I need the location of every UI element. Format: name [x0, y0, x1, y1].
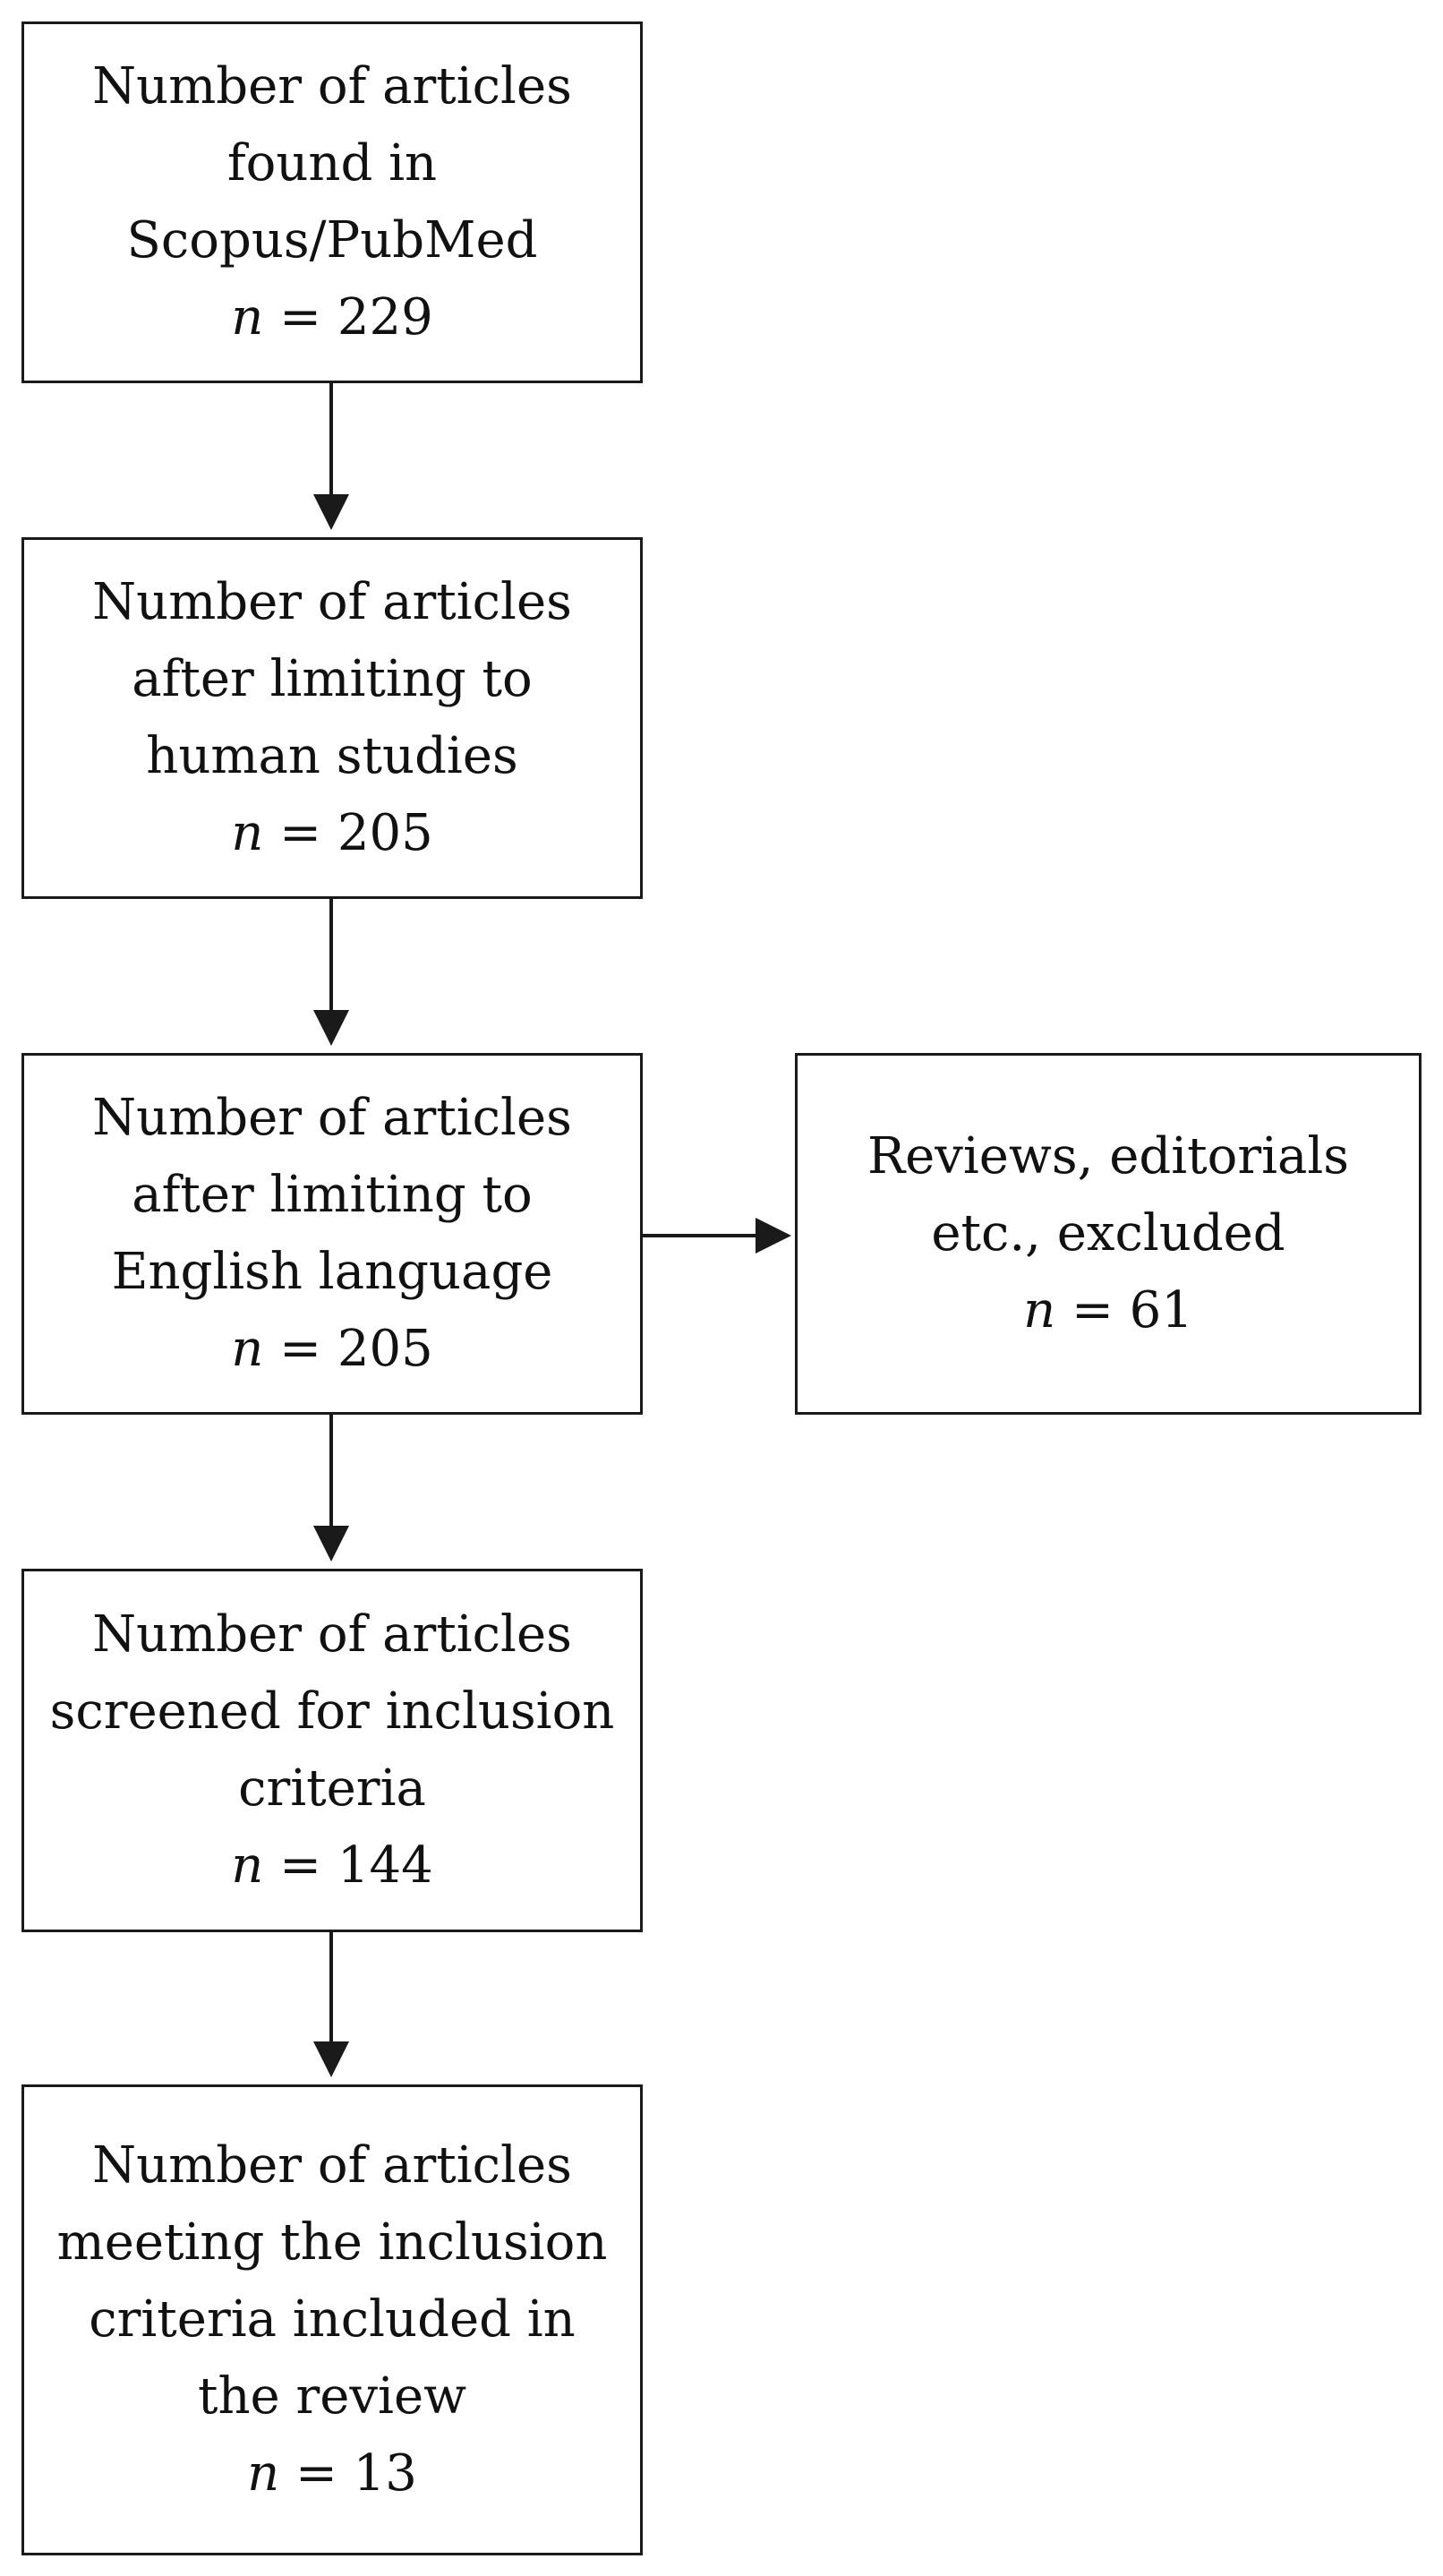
box-text-line: screened for inclusion [49, 1682, 615, 1741]
box-text-line: Number of articles [92, 57, 572, 116]
count-value: = 205 [263, 804, 433, 862]
box-english-language: Number of articles after limiting to Eng… [21, 1053, 643, 1415]
box-text-line: the review [197, 2367, 467, 2426]
box-text-line: Number of articles [92, 1605, 572, 1664]
count-variable: n [231, 1836, 264, 1895]
count-value: = 13 [279, 2444, 417, 2503]
count-value: = 205 [263, 1320, 433, 1378]
box-text-line: Number of articles [92, 1089, 572, 1147]
box-text-line: after limiting to [132, 1166, 533, 1224]
count-variable: n [1023, 1281, 1056, 1339]
count-value: = 61 [1055, 1281, 1193, 1339]
box-text-line: human studies [146, 727, 518, 785]
count-value: = 229 [263, 288, 433, 347]
box-text-line: Reviews, editorials [867, 1127, 1350, 1185]
box-text-line: Number of articles [92, 2136, 572, 2195]
box-articles-found: Number of articles found in Scopus/PubMe… [21, 21, 643, 383]
box-count: n = 144 [231, 1827, 433, 1904]
box-text-line: meeting the inclusion [56, 2213, 608, 2272]
box-count: n = 61 [1023, 1272, 1193, 1349]
box-count: n = 229 [231, 279, 433, 356]
count-value: = 144 [263, 1836, 433, 1895]
box-excluded: Reviews, editorials etc., excluded n = 6… [795, 1053, 1422, 1415]
box-text-line: English language [111, 1243, 553, 1301]
box-count: n = 205 [231, 795, 433, 872]
box-text-line: criteria included in [89, 2290, 576, 2349]
box-count: n = 205 [231, 1311, 433, 1388]
box-text-line: found in [226, 134, 438, 193]
box-included-review: Number of articles meeting the inclusion… [21, 2084, 643, 2555]
count-variable: n [231, 804, 264, 862]
box-count: n = 13 [247, 2435, 417, 2512]
box-text-line: etc., excluded [931, 1204, 1285, 1262]
box-text-line: after limiting to [132, 650, 533, 708]
box-text-line: criteria [238, 1759, 426, 1818]
count-variable: n [231, 288, 264, 347]
box-text-line: Number of articles [92, 573, 572, 631]
box-human-studies: Number of articles after limiting to hum… [21, 537, 643, 899]
count-variable: n [231, 1320, 264, 1378]
count-variable: n [247, 2444, 280, 2503]
box-text-line: Scopus/PubMed [126, 211, 538, 270]
box-screened: Number of articles screened for inclusio… [21, 1569, 643, 1932]
